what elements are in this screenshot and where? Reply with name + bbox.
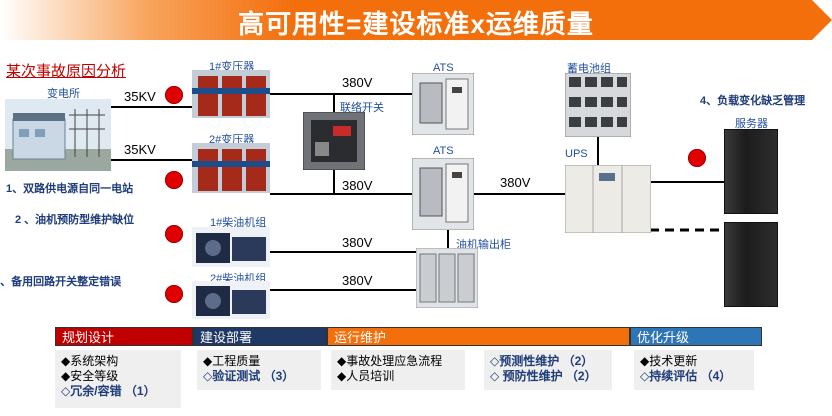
card-ops-b: ◇预测性维护 （2） ◇ 预防性维护 （2） [484, 350, 612, 390]
title-banner [0, 0, 832, 40]
ats2-image [412, 158, 474, 230]
card-optimize: ◆技术更新 ◇持续评估 （4） [634, 350, 754, 390]
gen-cabinet-image [416, 248, 478, 308]
ups-label: UPS [565, 148, 588, 160]
card-plan: ◆系统架构 ◆安全等级 ◇冗余/容错 （1） [55, 350, 181, 408]
tie-switch-label: 联络开关 [340, 102, 384, 114]
servers-label: 服务器 [735, 118, 768, 130]
card-build-item-2: ◇验证测试 （3） [203, 369, 295, 383]
card-optimize-item-1: ◆技术更新 [640, 354, 698, 368]
card-plan-item-3: ◇冗余/容错 （1） [61, 384, 156, 398]
cause-3: 3、备用回路开关整定错误 [0, 276, 122, 288]
voltage-label-35kv-2: 35KV [124, 142, 156, 157]
voltage-label-380v-top: 380V [342, 75, 373, 90]
card-ops-a-item-1: ◆事故处理应急流程 [337, 354, 443, 368]
substation-image [5, 99, 111, 171]
alert-dot-load [688, 149, 706, 167]
phase-plan: 规划设计 [55, 327, 193, 346]
ats1-image [412, 73, 474, 135]
voltage-label-380v-ups: 380V [500, 175, 531, 190]
card-plan-item-2: ◆安全等级 [61, 369, 119, 383]
alert-dot-generator2 [165, 285, 183, 303]
alert-dot-generator1 [165, 225, 183, 243]
generator1-image [192, 227, 270, 267]
card-ops-b-item-2: ◇ 预防性维护 （2） [490, 369, 597, 383]
phase-optimize: 优化升级 [630, 327, 762, 346]
alert-dot-35kv-1 [165, 86, 183, 104]
server-rack-1 [724, 129, 778, 214]
substation-label: 变电所 [47, 88, 80, 100]
ats1-label: ATS [433, 62, 454, 74]
card-optimize-item-2: ◇持续评估 （4） [640, 369, 732, 383]
cause-2: 2 、油机预防型维护缺位 [15, 214, 135, 226]
section-title: 某次事故原因分析 [6, 63, 127, 80]
card-ops-a: ◆事故处理应急流程 ◆人员培训 [331, 350, 465, 390]
card-build-item-1: ◆工程质量 [203, 354, 261, 368]
voltage-label-380v-gen2: 380V [342, 273, 373, 288]
transformer1-image [192, 70, 270, 118]
alert-dot-35kv-2 [165, 171, 183, 189]
cause-4: 4、负载变化缺乏管理 [700, 95, 806, 107]
card-ops-a-item-2: ◆人员培训 [337, 369, 395, 383]
phase-ops: 运行维护 [327, 327, 630, 346]
phase-build: 建设部署 [193, 327, 327, 346]
voltage-label-380v-mid: 380V [342, 178, 373, 193]
generator1-label: 1#柴油机组 [210, 217, 267, 229]
cause-1: 1、双路供电源自同一电站 [6, 183, 134, 195]
voltage-label-380v-gen1: 380V [342, 235, 373, 250]
generator2-image [192, 281, 270, 319]
card-ops-b-item-1: ◇预测性维护 （2） [490, 354, 594, 368]
ats2-label: ATS [433, 145, 454, 157]
transformer2-image [192, 143, 270, 193]
server-rack-2 [724, 222, 778, 307]
battery-label: 蓄电池组 [567, 63, 611, 75]
card-plan-item-1: ◆系统架构 [61, 354, 119, 368]
page-title: 高可用性=建设标准x运维质量 [238, 9, 594, 39]
tie-switch-image [303, 112, 365, 170]
ups-image [565, 165, 651, 233]
battery-image [565, 73, 631, 137]
card-build: ◆工程质量 ◇验证测试 （3） [197, 350, 321, 390]
voltage-label-35kv-1: 35KV [124, 89, 156, 104]
